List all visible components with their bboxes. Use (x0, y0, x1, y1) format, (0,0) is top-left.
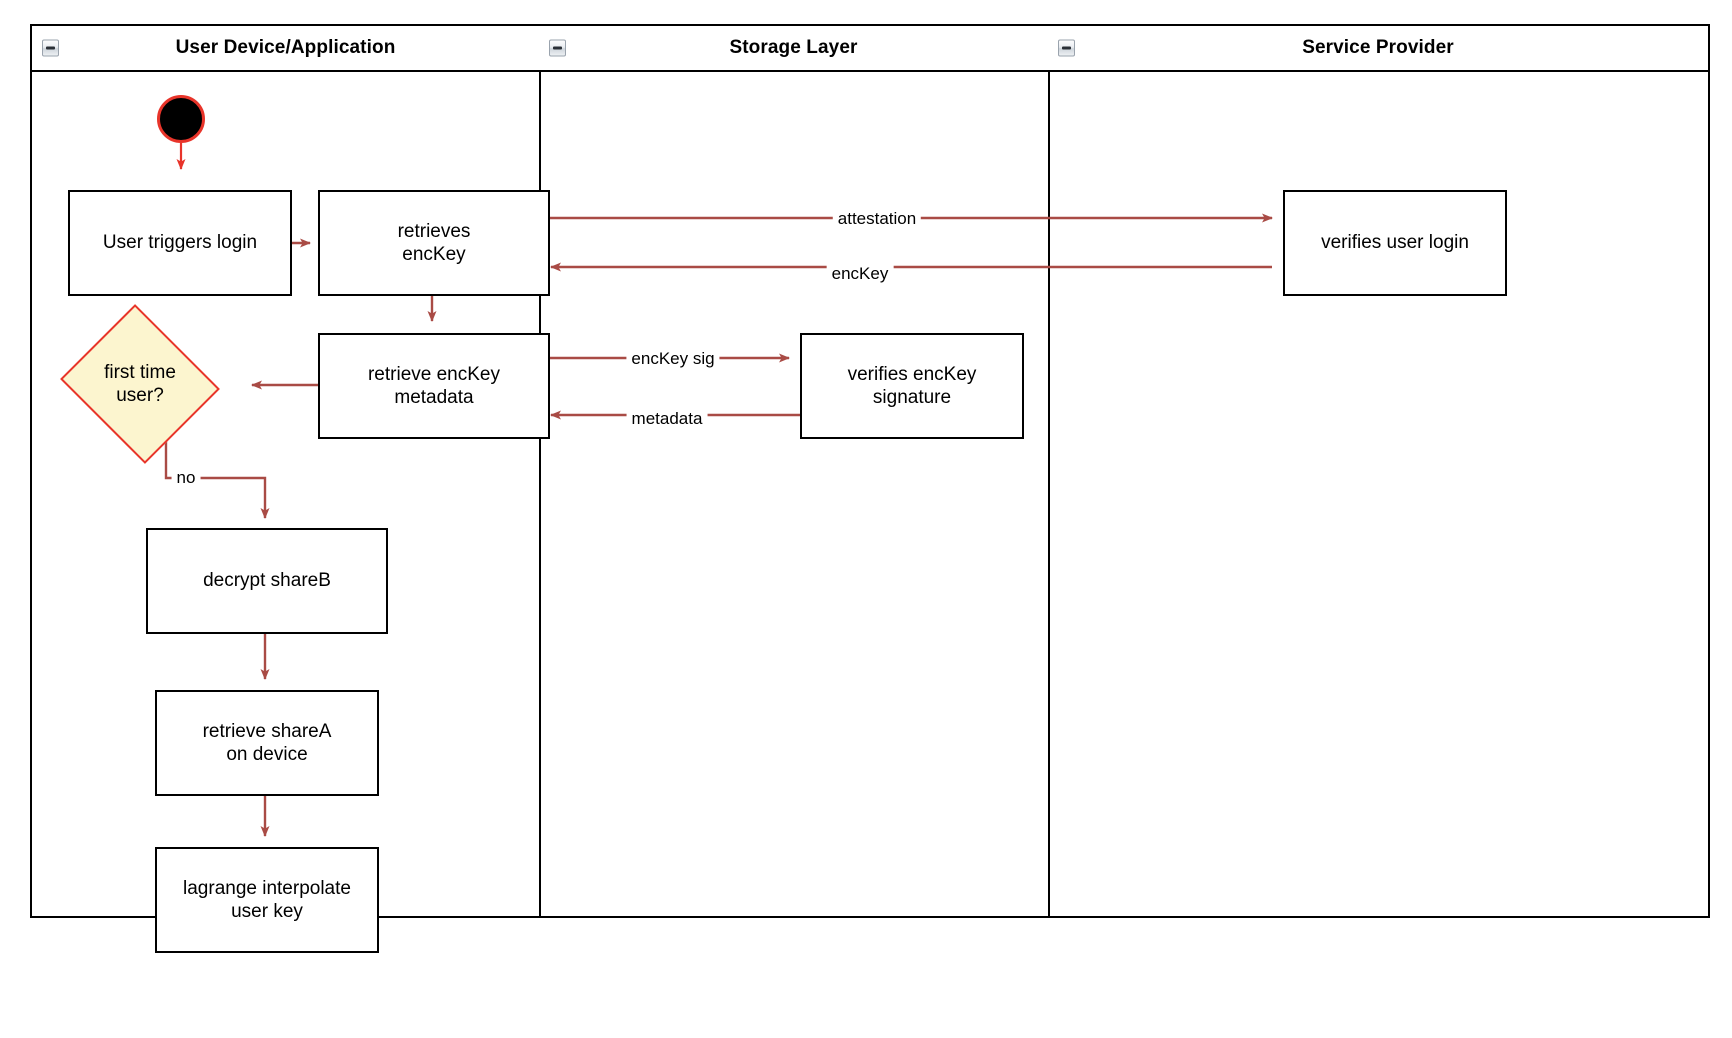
edge-label-enckey: encKey (826, 263, 894, 285)
collapse-minus-icon[interactable] (42, 39, 59, 57)
node-retrieve-sharea-on-device[interactable]: retrieve shareA on device (155, 690, 379, 796)
edge-label-enckey-sig: encKey sig (626, 348, 720, 370)
lane-header-service-provider[interactable]: Service Provider (1048, 26, 1708, 72)
decision-label: first time user? (104, 361, 176, 406)
collapse-minus-icon[interactable] (549, 39, 566, 57)
lane-title-storage-layer: Storage Layer (729, 37, 858, 58)
lane-title-service-provider: Service Provider (1302, 37, 1454, 58)
collapse-minus-icon[interactable] (1058, 39, 1075, 57)
lane-divider-2 (1048, 26, 1050, 916)
node-verifies-enckey-signature[interactable]: verifies encKey signature (800, 333, 1024, 439)
node-retrieve-enckey-metadata[interactable]: retrieve encKey metadata (318, 333, 550, 439)
start-node[interactable] (157, 95, 205, 143)
edge-label-no: no (171, 467, 201, 489)
node-decrypt-shareb[interactable]: decrypt shareB (146, 528, 388, 634)
edge-label-metadata: metadata (626, 408, 708, 430)
node-lagrange-interpolate-user-key[interactable]: lagrange interpolate user key (155, 847, 379, 953)
node-verifies-user-login[interactable]: verifies user login (1283, 190, 1507, 296)
lane-title-user-device: User Device/Application (175, 37, 396, 58)
edge-decision-no (164, 432, 270, 519)
edge-label-attestation: attestation (832, 208, 922, 230)
node-retrieves-enckey[interactable]: retrieves encKey (318, 190, 550, 296)
lane-header-user-device[interactable]: User Device/Application (32, 26, 539, 72)
lane-divider-1 (539, 26, 541, 916)
node-first-time-user-decision[interactable]: first time user? (60, 304, 220, 464)
node-user-triggers-login[interactable]: User triggers login (68, 190, 292, 296)
lane-header-storage-layer[interactable]: Storage Layer (539, 26, 1048, 72)
